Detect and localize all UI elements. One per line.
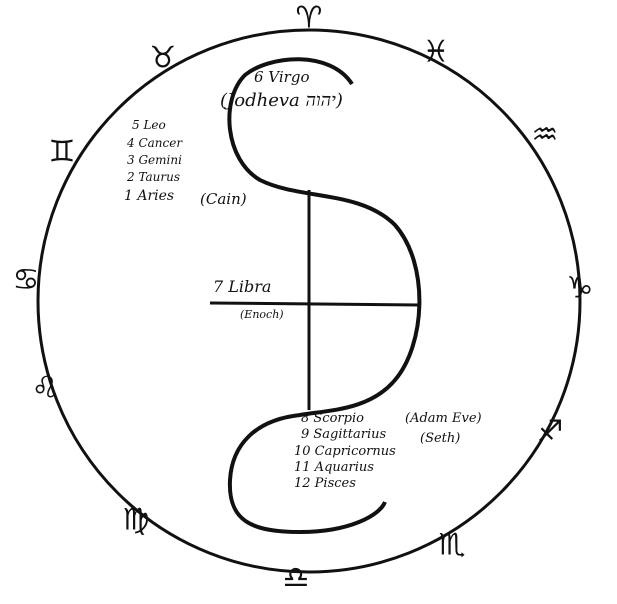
- label-virgo: 6 Virgo: [254, 68, 309, 86]
- label-gemini: 3 Gemini: [127, 153, 182, 167]
- sagittarius-glyph: ♐: [537, 415, 564, 450]
- label-adam-eve: (Adam Eve): [405, 411, 482, 426]
- virgo-glyph: ♍: [123, 503, 150, 538]
- leo-glyph: ♌: [32, 371, 59, 406]
- horizontal-axis: [209, 301, 421, 307]
- gemini-glyph: ♊: [49, 135, 76, 170]
- aries-glyph: ♈: [296, 1, 323, 36]
- aquarius-glyph: ♒: [532, 118, 559, 153]
- label-seth: (Seth): [420, 431, 460, 446]
- label-cain: (Cain): [200, 190, 247, 208]
- label-pisces: 12 Pisces: [294, 476, 356, 491]
- label-scorpio: 8 Scorpio: [301, 411, 364, 426]
- pisces-glyph: ♓: [423, 35, 450, 70]
- label-aries: 1 Aries: [124, 188, 174, 204]
- label-capricornus: 10 Capricornus: [294, 444, 396, 459]
- label-aquarius: 11 Aquarius: [294, 460, 374, 475]
- label-cancer: 4 Cancer: [126, 136, 183, 150]
- taurus-glyph: ♉: [150, 41, 177, 76]
- label-jodheva: (Jodheva יהוה): [220, 90, 343, 111]
- label-sagittarius: 9 Sagittarius: [301, 427, 386, 442]
- s-curve: [227, 57, 422, 535]
- label-enoch: (Enoch): [240, 308, 284, 321]
- outer-circle: [36, 28, 582, 574]
- scorpio-glyph: ♏: [439, 528, 466, 563]
- label-libra: 7 Libra: [213, 277, 271, 296]
- libra-glyph: ♎: [283, 561, 310, 596]
- cancer-glyph: ♋: [13, 263, 40, 298]
- label-taurus: 2 Taurus: [126, 170, 180, 184]
- label-leo: 5 Leo: [132, 118, 166, 132]
- capricorn-glyph: ♑: [567, 271, 594, 306]
